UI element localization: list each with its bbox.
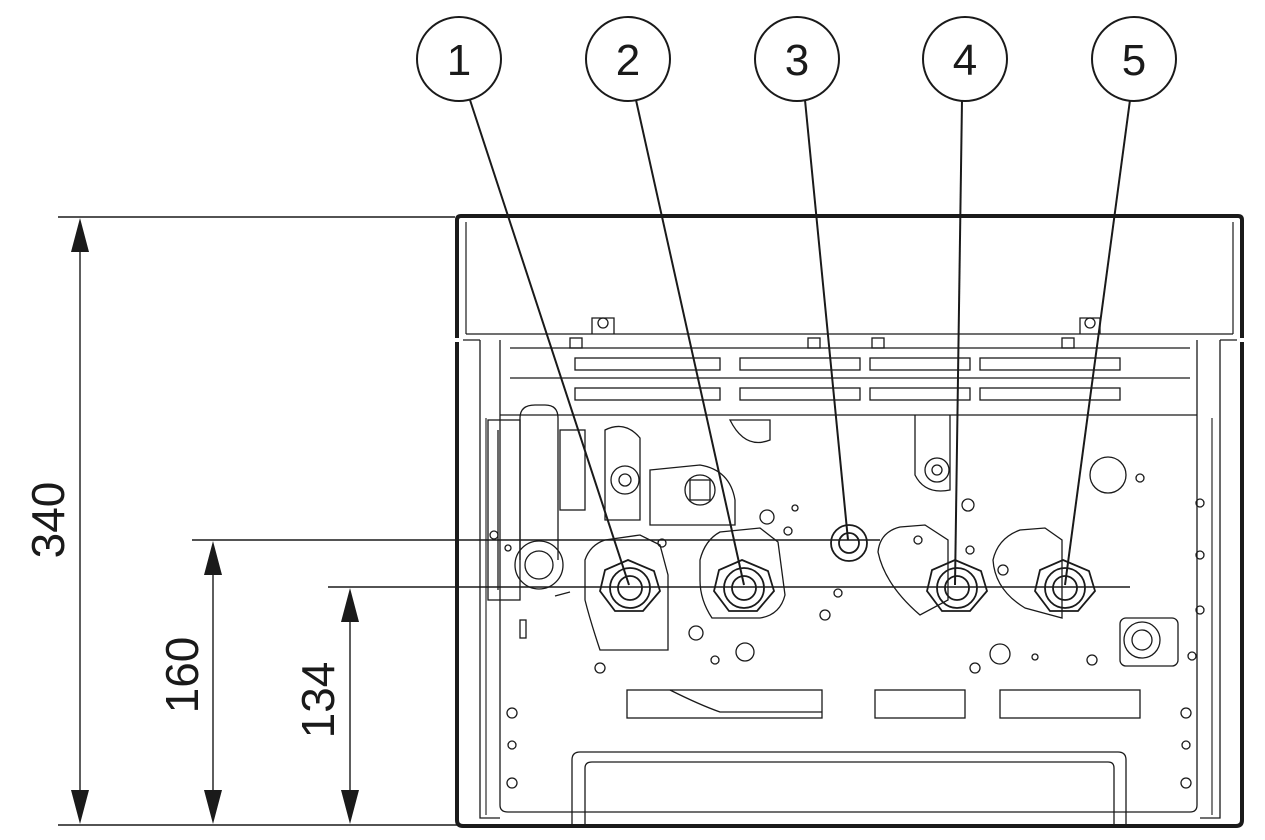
connection-fitting-3 [830,524,868,562]
internal-components [487,404,1205,825]
dimension-134-label: 134 [292,662,344,739]
connection-fitting-5 [1034,559,1097,612]
connection-fitting-1 [599,559,662,612]
callout-5-label: 5 [1122,36,1146,85]
dimension-160-label: 160 [156,637,208,714]
top-frame [510,317,1190,401]
housing-outline [455,214,1244,828]
dimension-lines [58,216,1130,826]
dimension-arrowheads [71,218,359,824]
connection-fitting-2 [713,559,776,612]
callout-5: 5 [1091,16,1177,102]
callout-leaders [469,99,1131,586]
callout-4: 4 [922,16,1008,102]
callout-3-label: 3 [785,36,809,85]
callout-1: 1 [416,16,502,102]
callout-2: 2 [585,16,671,102]
callout-4-label: 4 [953,36,977,85]
connection-fitting-4 [926,559,989,612]
dimension-340-label: 340 [22,482,74,559]
callout-2-label: 2 [616,36,640,85]
callout-3: 3 [754,16,840,102]
callout-1-label: 1 [447,36,471,85]
